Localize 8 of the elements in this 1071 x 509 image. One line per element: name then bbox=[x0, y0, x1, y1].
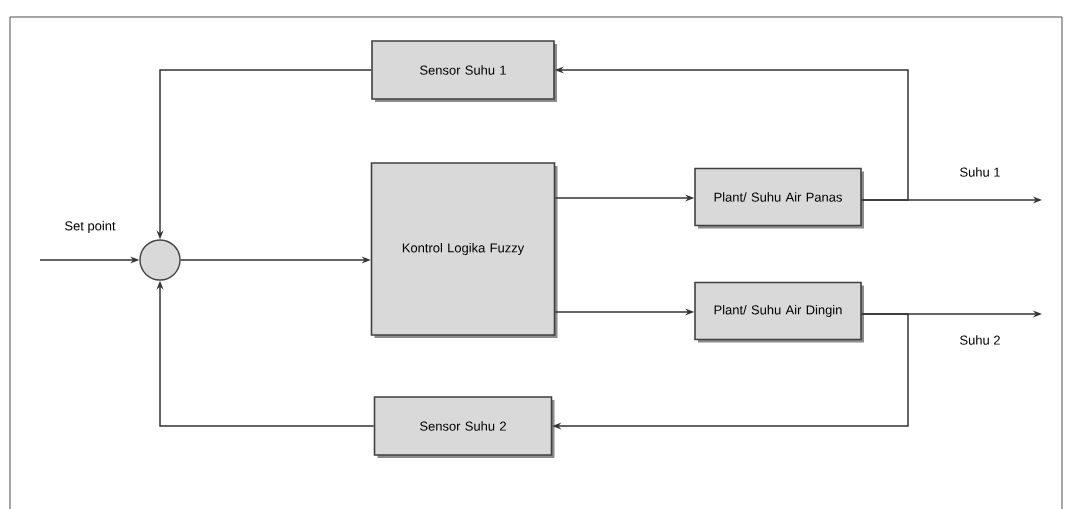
summing-junction bbox=[139, 239, 181, 281]
edge-label: Suhu 1 bbox=[958, 166, 1002, 178]
process-box: Plant/ Suhu Air Dingin bbox=[694, 281, 864, 343]
process-box: Sensor Suhu 1 bbox=[371, 40, 557, 102]
process-box: Sensor Suhu 2 bbox=[373, 396, 555, 458]
process-box: Kontrol Logika Fuzzy bbox=[370, 162, 558, 338]
process-box: Plant/ Suhu Air Panas bbox=[694, 167, 864, 229]
edge-label: Suhu 2 bbox=[958, 334, 1002, 346]
